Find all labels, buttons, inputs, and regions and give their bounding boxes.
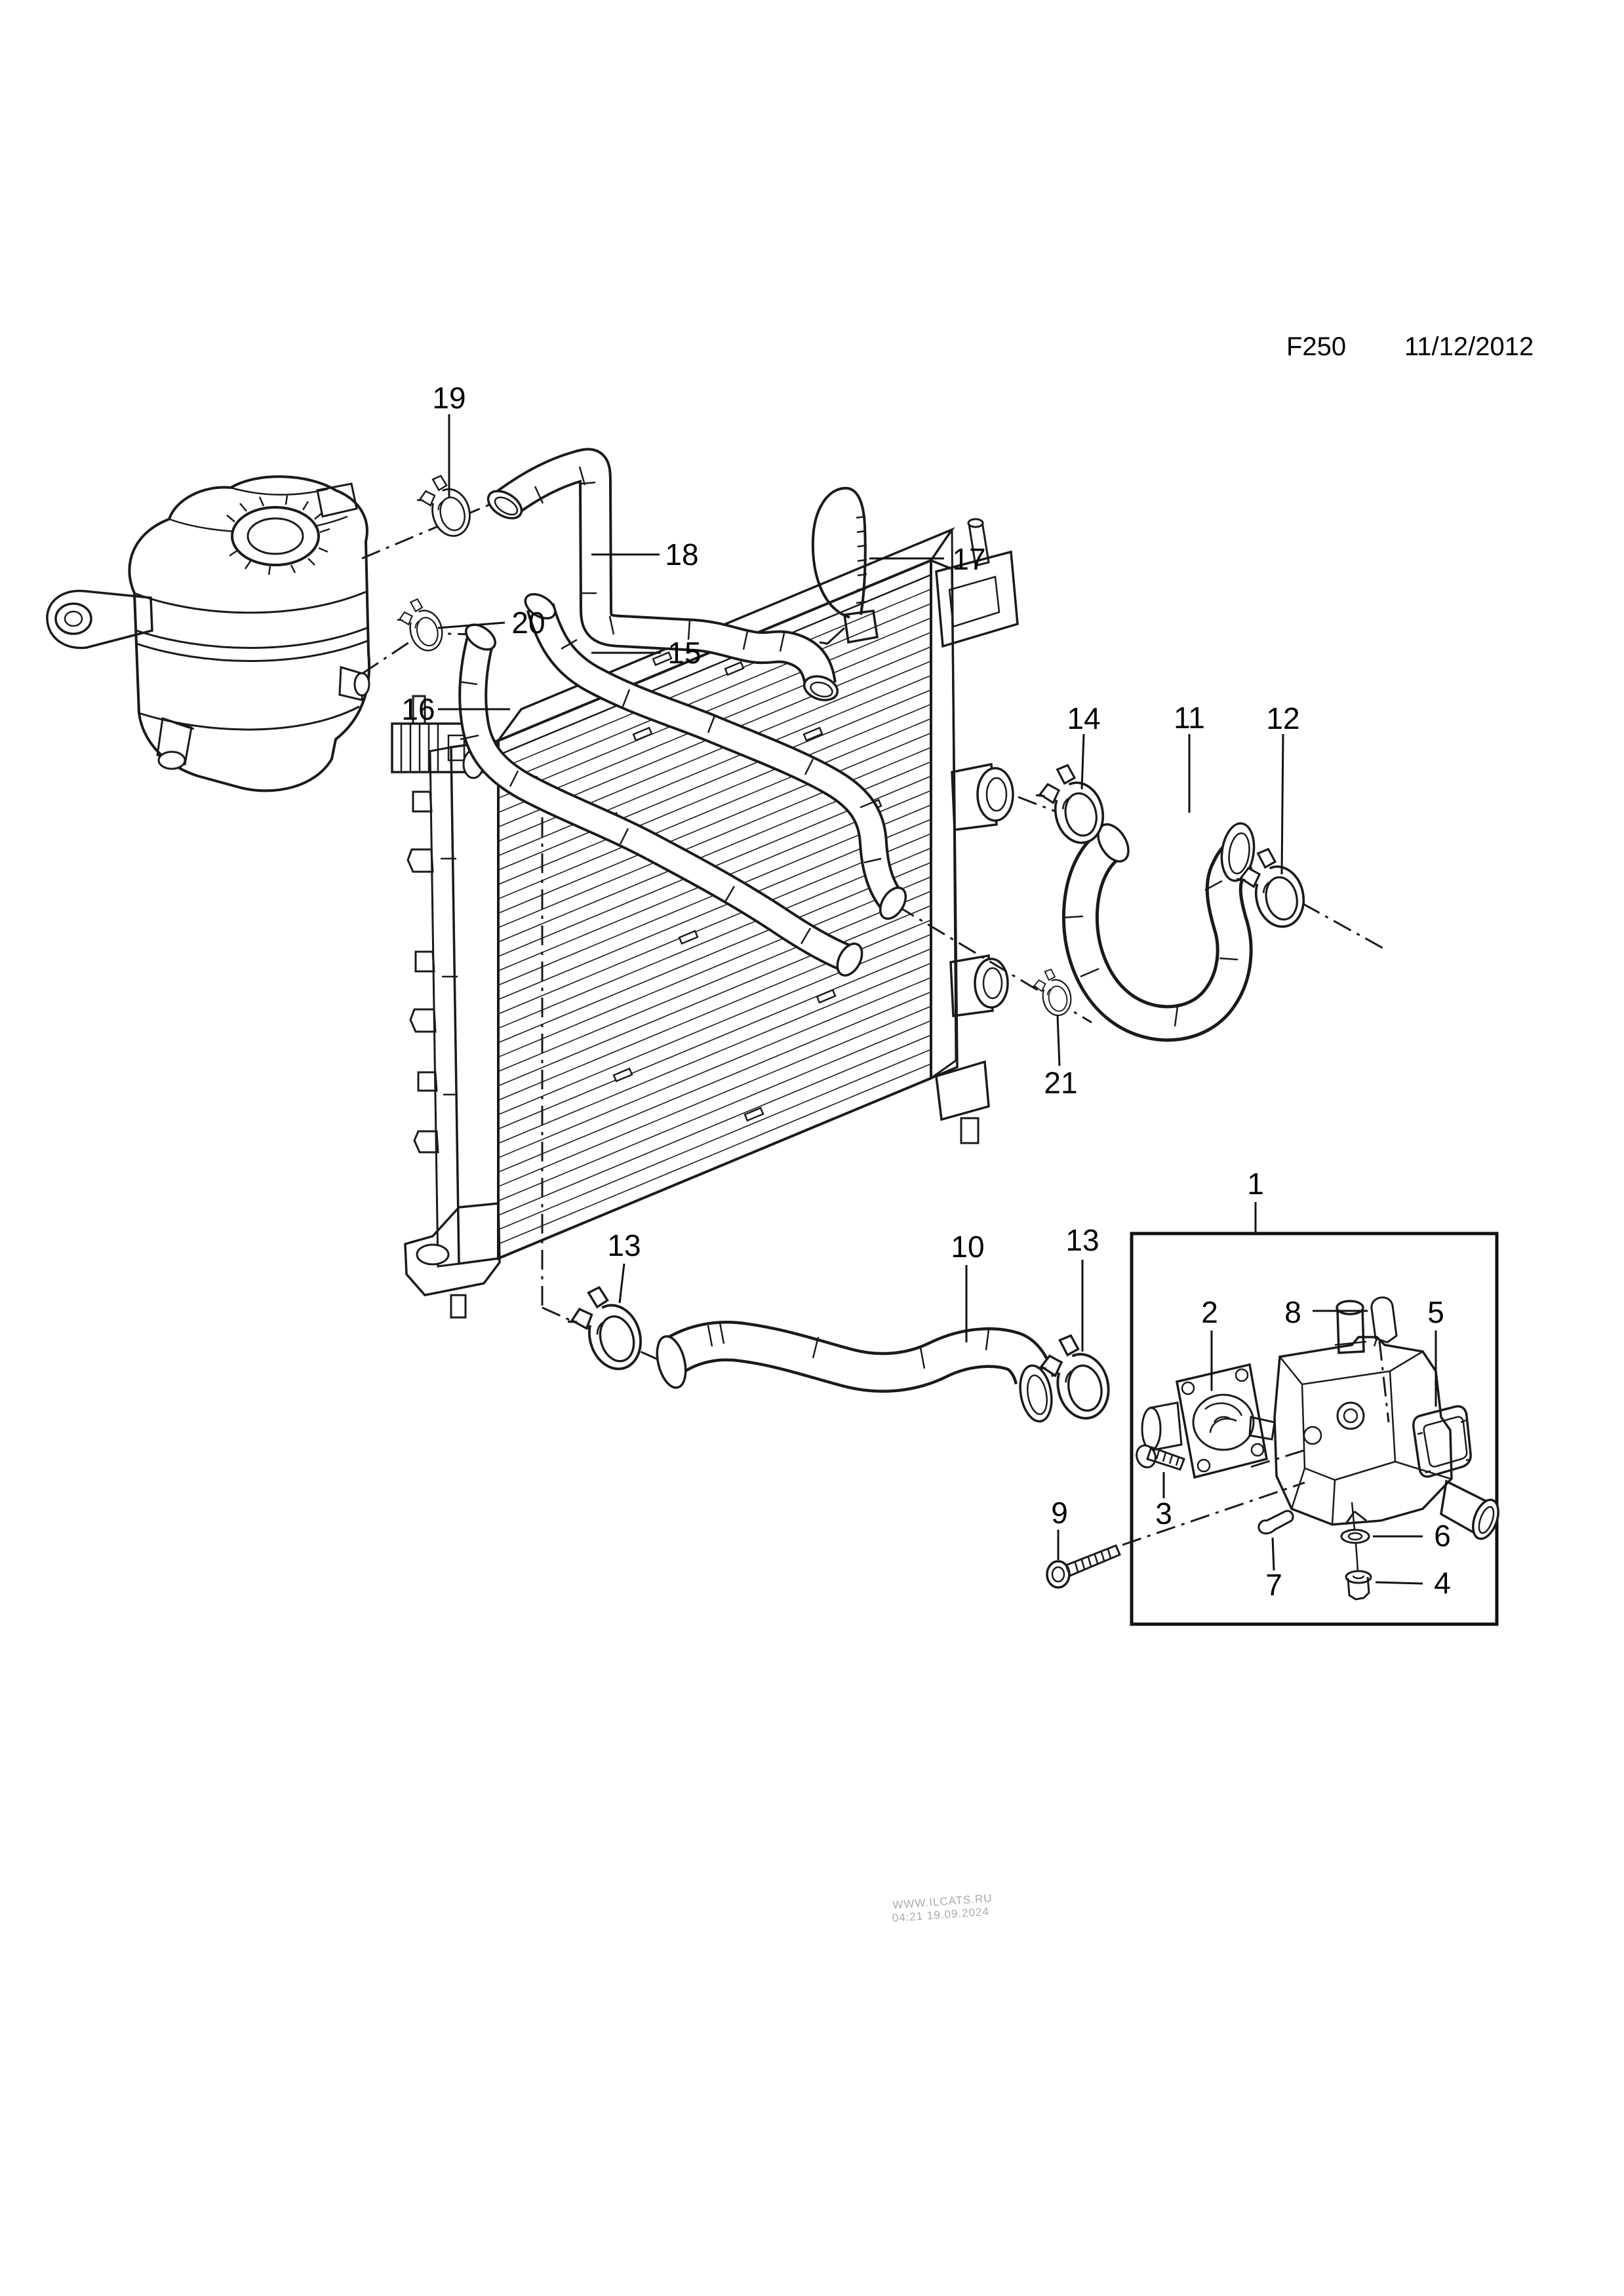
watermark: WWW.ILCATS.RU 04:21 19.09.2024	[892, 1892, 993, 1924]
washer-part-6	[1340, 1528, 1370, 1544]
callout-16: 16	[401, 692, 435, 726]
callout-18: 18	[665, 537, 698, 572]
callout-17: 17	[952, 542, 985, 576]
callout-6: 6	[1434, 1519, 1451, 1553]
hose-10-radiator-outlet-hose	[656, 1321, 1055, 1423]
hose-18-expansion-tank-hose	[486, 448, 839, 701]
thermostat-housing-body	[1273, 1300, 1499, 1540]
plug-part-4	[1345, 1570, 1372, 1601]
thermostat-part-2	[1141, 1363, 1276, 1479]
clamp-19	[412, 471, 474, 543]
callout-2: 2	[1201, 1295, 1218, 1329]
gasket-part-5	[1412, 1405, 1472, 1478]
callout-8: 8	[1284, 1295, 1301, 1329]
callout-4: 4	[1434, 1566, 1451, 1600]
hose-15-heater-hose	[524, 593, 907, 920]
callout-19: 19	[432, 381, 465, 415]
hose-11-radiator-inlet-hose	[1061, 822, 1256, 1042]
callout-5: 5	[1427, 1295, 1444, 1329]
pin-part-8	[1370, 1296, 1398, 1347]
radiator	[391, 518, 1019, 1319]
doc-code: F250	[1286, 332, 1346, 361]
callout-10: 10	[951, 1230, 984, 1264]
bolt-part-3	[1136, 1444, 1185, 1471]
callout-1: 1	[1247, 1167, 1264, 1201]
cable-tie-17	[811, 486, 879, 645]
callout-20: 20	[511, 606, 545, 640]
callout-labels: 19 18 17 20 15 16 14 11 12 21 13 10 13 1…	[401, 381, 1450, 1602]
doc-date: 11/12/2012	[1404, 332, 1534, 361]
clamp-13-left	[561, 1280, 648, 1380]
callout-11: 11	[1174, 701, 1205, 735]
leader-lines	[437, 414, 1437, 1585]
callout-3: 3	[1155, 1496, 1172, 1530]
thermostat-assembly-box	[1130, 1232, 1499, 1626]
expansion-tank	[46, 475, 370, 792]
clamp-21	[1029, 967, 1073, 1019]
clamp-14	[1031, 760, 1109, 851]
callout-13-right: 13	[1065, 1223, 1099, 1257]
callout-13-left: 13	[607, 1228, 641, 1262]
callout-7: 7	[1265, 1568, 1282, 1602]
seal-part-7	[1258, 1509, 1294, 1535]
callout-14: 14	[1067, 701, 1100, 735]
callout-9: 9	[1051, 1496, 1068, 1530]
bolt-part-9	[1046, 1544, 1121, 1589]
callout-15: 15	[667, 636, 701, 670]
hose-16-heater-hose	[458, 623, 863, 977]
callout-21: 21	[1044, 1066, 1077, 1100]
callout-12: 12	[1266, 701, 1299, 735]
